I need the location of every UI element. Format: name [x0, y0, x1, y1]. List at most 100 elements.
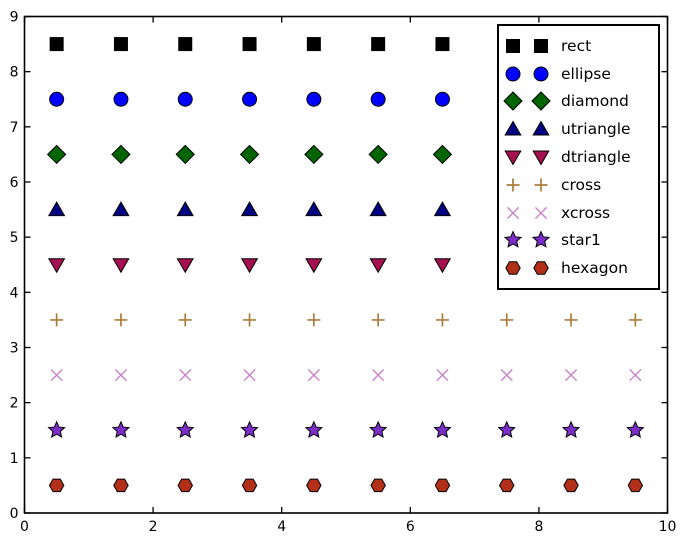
legend-marker-star1: [531, 230, 551, 249]
legend-entry-utriangle: utriangle: [502, 115, 658, 143]
marker-rect: [178, 37, 193, 52]
marker-hexagon: [563, 478, 579, 493]
axes-frame: [23, 15, 669, 514]
legend-marker-hexagon: [505, 261, 521, 275]
marker-hexagon: [241, 478, 258, 493]
legend-entry-xcross: xcross: [502, 199, 658, 227]
marker-cross: [50, 313, 64, 327]
legend-entry-star1: star1: [502, 226, 658, 254]
legend-entry-diamond: diamond: [502, 88, 658, 116]
marker-dtriangle: [369, 258, 387, 274]
marker-dtriangle: [112, 258, 130, 274]
legend-marker-star1: [503, 230, 523, 249]
legend-label-diamond: diamond: [561, 92, 629, 111]
marker-star1: [304, 420, 324, 439]
marker-utriangle: [112, 201, 130, 217]
circle-icon: [505, 66, 521, 82]
legend-marker-utriangle: [504, 120, 522, 136]
marker-utriangle: [305, 201, 323, 217]
hexagon-icon: [505, 261, 521, 275]
marker-xcross: [243, 368, 256, 382]
marker-cross: [371, 313, 385, 327]
marker-utriangle: [176, 201, 194, 217]
marker-cross: [628, 313, 642, 327]
marker-xcross: [500, 368, 513, 382]
marker-rect: [435, 37, 450, 52]
x-tick-label: 10: [659, 519, 677, 535]
marker-cross: [243, 313, 257, 327]
legend-marker-cross: [534, 178, 548, 192]
legend-entry-rect: rect: [502, 32, 658, 60]
y-tick-label: 0: [10, 506, 19, 522]
diamond-icon: [531, 91, 551, 112]
marker-diamond: [239, 144, 260, 165]
y-tick-label: 8: [10, 65, 19, 81]
legend-marker-ellipse: [505, 66, 521, 82]
marker-star1: [433, 420, 452, 439]
marker-diamond: [111, 144, 131, 165]
x-tick-label: 4: [277, 519, 286, 535]
marker-rect: [242, 37, 257, 52]
marker-rect: [371, 37, 386, 52]
marker-star1: [368, 420, 388, 439]
marker-star1: [497, 420, 516, 439]
legend-label-rect: rect: [561, 36, 592, 55]
legend-marker-ellipse: [533, 66, 549, 82]
marker-star1: [240, 420, 259, 439]
marker-xcross: [114, 368, 128, 382]
marker-diamond: [304, 144, 324, 165]
triangle-up-icon: [532, 120, 550, 136]
marker-utriangle: [369, 201, 387, 217]
marker-ellipse: [370, 91, 386, 107]
y-tick-label: 4: [10, 285, 19, 301]
marker-diamond: [175, 144, 195, 165]
marker-xcross: [307, 368, 320, 382]
series-hexagon: [48, 478, 644, 493]
legend-label-utriangle: utriangle: [561, 120, 631, 139]
legend-label-xcross: xcross: [561, 203, 611, 222]
marker-hexagon: [498, 478, 515, 493]
y-tick-label: 9: [10, 10, 19, 26]
legend-label-dtriangle: dtriangle: [561, 148, 631, 167]
marker-cross: [307, 313, 321, 327]
x-tick-label: 2: [149, 519, 158, 535]
marker-rect: [306, 37, 321, 52]
legend-marker-rect: [506, 38, 520, 53]
marker-dtriangle: [47, 258, 66, 274]
square-icon: [534, 38, 548, 53]
series-star1: [47, 420, 645, 439]
marker-rect: [113, 37, 128, 52]
series-cross: [50, 313, 642, 327]
marker-star1: [111, 420, 131, 439]
marker-utriangle: [240, 201, 259, 217]
marker-star1: [176, 420, 195, 439]
x-tick-label: 6: [406, 519, 415, 535]
marker-star1: [47, 420, 66, 439]
marker-hexagon: [370, 478, 386, 493]
marker-hexagon: [627, 478, 644, 493]
marker-ellipse: [113, 91, 129, 107]
marker-hexagon: [113, 478, 129, 493]
legend-marker-dtriangle: [504, 150, 522, 166]
square-icon: [506, 38, 520, 53]
marker-xcross: [629, 368, 642, 382]
legend-label-hexagon: hexagon: [561, 259, 628, 278]
circle-icon: [533, 66, 549, 82]
y-tick-label: 5: [10, 230, 19, 246]
legend-marker-xcross: [534, 206, 548, 219]
marker-diamond: [46, 144, 67, 165]
marker-xcross: [50, 368, 63, 382]
series-xcross: [50, 368, 642, 382]
diamond-icon: [503, 91, 523, 112]
hexagon-icon: [533, 261, 549, 275]
legend-label-ellipse: ellipse: [561, 64, 611, 83]
marker-diamond: [432, 144, 453, 165]
y-tick-label: 7: [10, 120, 19, 136]
marker-cross: [178, 313, 192, 327]
marker-hexagon: [48, 478, 65, 493]
marker-ellipse: [434, 91, 450, 107]
x-icon: [506, 206, 520, 219]
marker-xcross: [179, 368, 192, 382]
